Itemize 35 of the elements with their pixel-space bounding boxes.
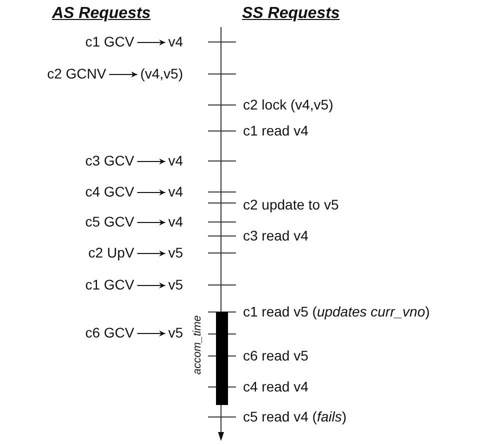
event-label: c1 read v5 (updates curr_vno) bbox=[243, 304, 430, 320]
column-heading: SS Requests bbox=[242, 4, 340, 23]
request-text: c4 GCV bbox=[85, 184, 134, 200]
event-label: c2 lock (v4,v5) bbox=[243, 96, 334, 114]
arrow bbox=[136, 40, 166, 46]
event-label: c6 read v5 bbox=[243, 348, 308, 364]
arrow bbox=[136, 190, 166, 196]
request-text: v5 bbox=[168, 276, 183, 294]
event-label: c1 read v4 bbox=[243, 122, 308, 140]
request-text: c1 GCV bbox=[85, 276, 134, 294]
arrow bbox=[108, 72, 138, 78]
arrow bbox=[136, 220, 166, 226]
request-text: v4 bbox=[168, 152, 183, 170]
request-text: v4 bbox=[168, 214, 183, 230]
column-heading: AS Requests bbox=[52, 4, 151, 23]
request-text: v4 bbox=[168, 184, 183, 200]
request-text: v5 bbox=[168, 324, 183, 342]
arrow bbox=[136, 158, 166, 164]
event-label: c5 read v4 (fails) bbox=[243, 408, 347, 426]
request-text: v5 bbox=[168, 244, 183, 262]
duration-label: accom_time bbox=[192, 315, 204, 375]
event-label: c2 update to v5 bbox=[243, 196, 339, 214]
request-text: c2 GCNV bbox=[47, 66, 106, 82]
event-label: c4 read v4 bbox=[243, 378, 308, 396]
request-text: v4 bbox=[168, 34, 183, 50]
request-text: c1 GCV bbox=[85, 34, 134, 50]
request-text: c6 GCV bbox=[85, 324, 134, 342]
arrow bbox=[136, 330, 166, 336]
request-text: c3 GCV bbox=[85, 152, 134, 170]
request-text: c2 UpV bbox=[88, 244, 134, 262]
arrow bbox=[136, 282, 166, 288]
event-label: c3 read v4 bbox=[243, 228, 308, 244]
request-text: (v4,v5) bbox=[140, 66, 183, 82]
arrow bbox=[136, 250, 166, 256]
request-text: c5 GCV bbox=[85, 214, 134, 230]
